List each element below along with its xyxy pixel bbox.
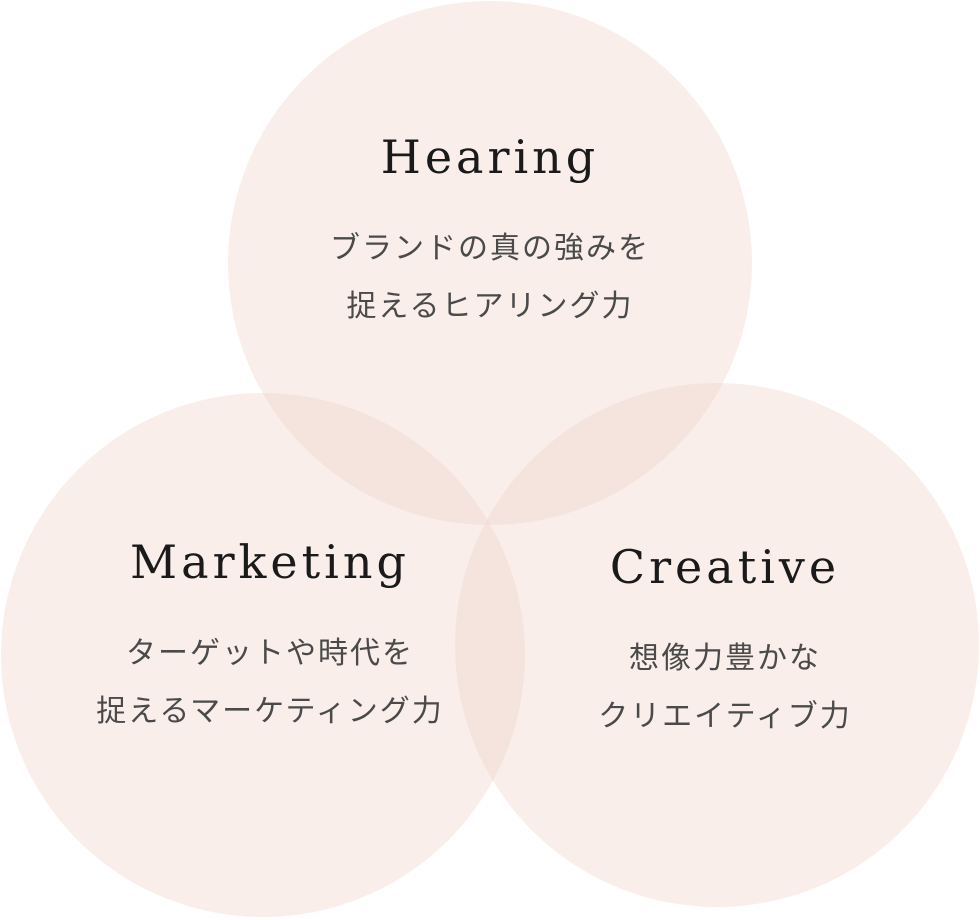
hearing-title: Hearing xyxy=(380,130,600,184)
creative-desc-line-1: 想像力豊かな xyxy=(629,641,821,676)
hearing-desc-line-1: ブランドの真の強みを xyxy=(330,231,650,266)
circle-hearing xyxy=(228,1,752,525)
marketing-desc-line-1: ターゲットや時代を xyxy=(126,636,414,671)
marketing-description: ターゲットや時代を 捉えるマーケティング力 xyxy=(60,625,480,741)
marketing-desc-line-2: 捉えるマーケティング力 xyxy=(96,694,444,729)
creative-title: Creative xyxy=(609,540,841,594)
hearing-desc-line-2: 捉えるヒアリング力 xyxy=(346,289,634,324)
marketing-label-block: Marketing ターゲットや時代を 捉えるマーケティング力 xyxy=(60,535,480,741)
creative-label-block: Creative 想像力豊かな クリエイティブ力 xyxy=(525,540,925,746)
hearing-label-block: Hearing ブランドの真の強みを 捉えるヒアリング力 xyxy=(290,130,690,336)
creative-desc-line-2: クリエイティブ力 xyxy=(598,699,852,734)
creative-description: 想像力豊かな クリエイティブ力 xyxy=(525,630,925,746)
marketing-title: Marketing xyxy=(130,535,410,589)
circle-marketing xyxy=(1,393,525,917)
circle-creative xyxy=(455,383,979,907)
hearing-description: ブランドの真の強みを 捉えるヒアリング力 xyxy=(290,220,690,336)
